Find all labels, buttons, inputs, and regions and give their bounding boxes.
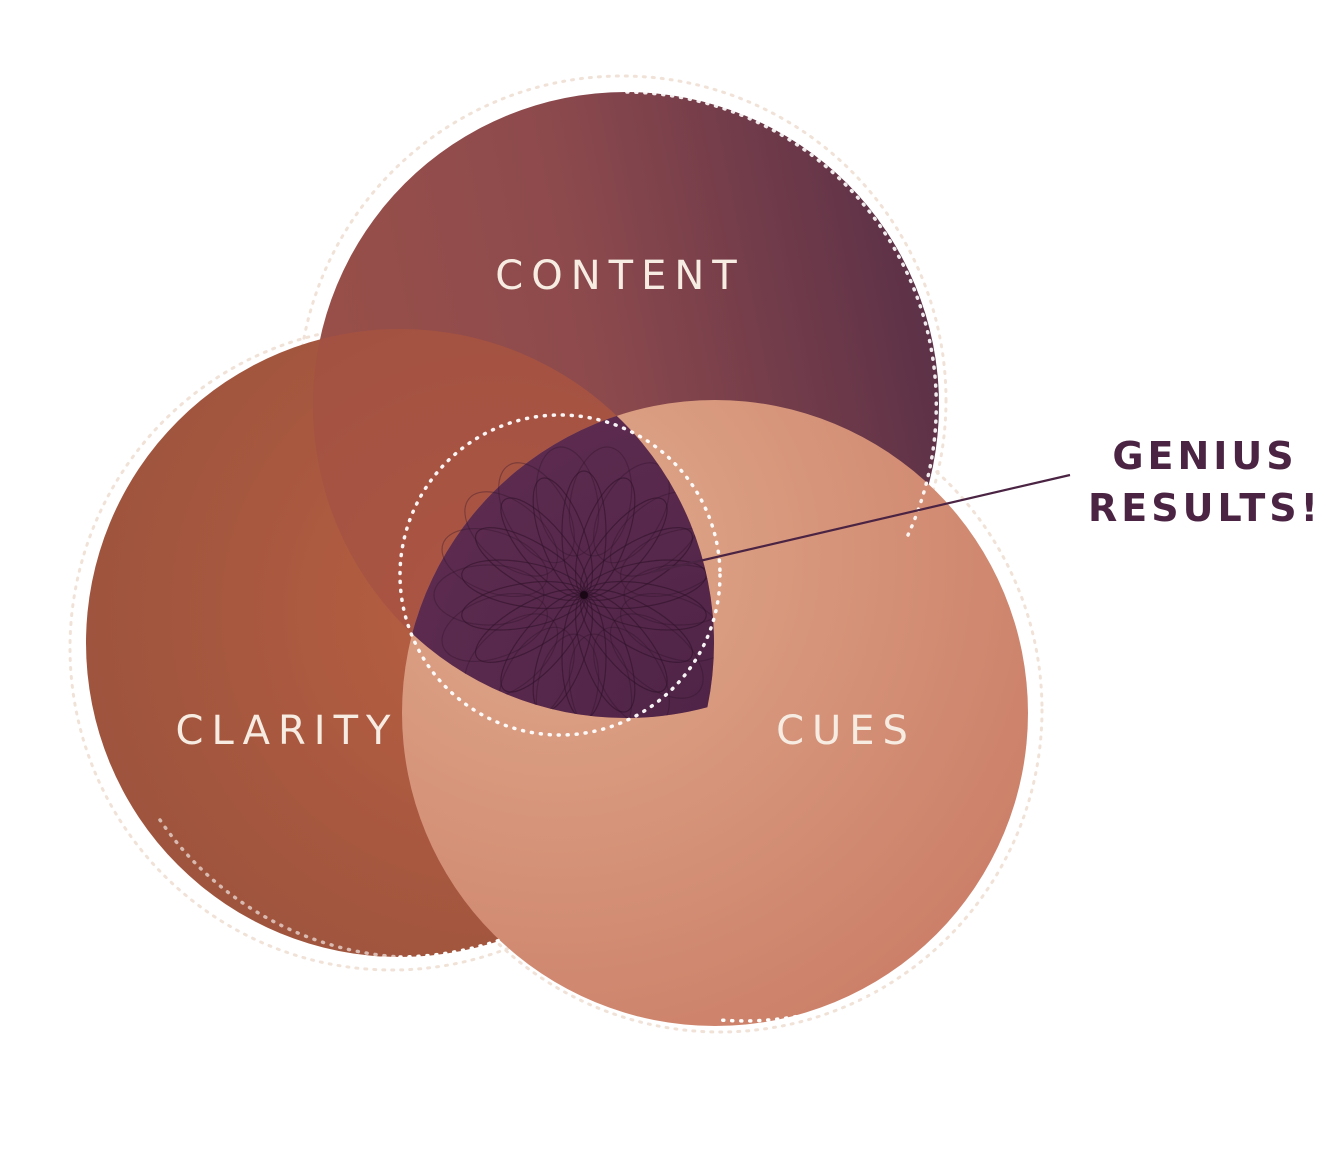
mandala-outer-petal [535,446,600,557]
callout-genius-results: GENIUS RESULTS! [1072,430,1338,534]
callout-pointer-line [651,473,1071,574]
callout-line-1: GENIUS [1112,434,1298,478]
label-content: CONTENT [495,253,744,299]
mandala-center-dot [580,591,588,599]
label-clarity: CLARITY [176,708,399,754]
mandala-outer-petal [498,462,575,564]
callout-line-2: RESULTS! [1088,486,1322,530]
label-cues: CUES [776,708,916,754]
dotted-borders [158,90,1059,1023]
